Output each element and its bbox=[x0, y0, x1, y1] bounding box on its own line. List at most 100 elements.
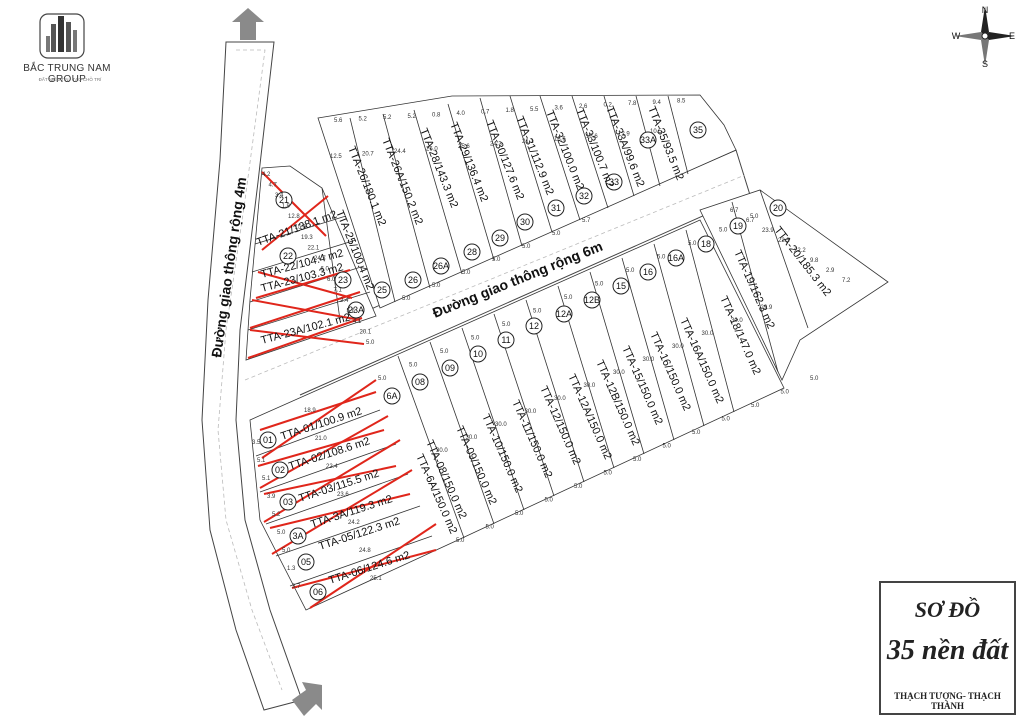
dimension-left: 3.4 bbox=[275, 193, 284, 199]
dimension-sw-width: 24.2 bbox=[348, 520, 360, 526]
dimension-left: 24.7 bbox=[314, 256, 326, 262]
dimension-depth: 24.3 bbox=[490, 142, 502, 148]
dimension-front: 5.0 bbox=[378, 376, 387, 382]
dimension-top: 5.5 bbox=[530, 107, 539, 113]
dimension-left: 7.1 bbox=[334, 288, 343, 294]
lot-number: 6A bbox=[386, 391, 397, 401]
dimension-top: 7.8 bbox=[628, 101, 637, 107]
dimension-top: 5.2 bbox=[383, 115, 392, 121]
lot-number-circle bbox=[612, 277, 630, 295]
lot-number: 12A bbox=[556, 309, 572, 319]
lot-number-circle bbox=[279, 493, 297, 511]
dimension-left: 5.6 bbox=[347, 309, 356, 315]
lot-number: 06 bbox=[313, 587, 323, 597]
compass-n: N bbox=[982, 5, 989, 15]
dimension-lower-bottom: 5.0 bbox=[574, 484, 583, 490]
dimension-lower-depth: 30.0 bbox=[731, 318, 743, 324]
dimension-bottom: 5.0 bbox=[402, 296, 411, 302]
lot-number-circle bbox=[383, 387, 401, 405]
lot-number: 33 bbox=[609, 177, 619, 187]
dimension-east: 23.9 bbox=[762, 228, 774, 234]
lot-number-circle bbox=[309, 583, 327, 601]
lot-number: 03 bbox=[283, 497, 293, 507]
dimension-front: 5.0 bbox=[719, 228, 728, 234]
dimension-top: 8.5 bbox=[677, 98, 686, 104]
compass-s: S bbox=[982, 59, 988, 69]
lot-number-circle bbox=[547, 199, 565, 217]
lot-number: 18 bbox=[701, 239, 711, 249]
lot-number-circle bbox=[497, 331, 515, 349]
compass-e: E bbox=[1009, 31, 1015, 41]
lot-number: 09 bbox=[445, 363, 455, 373]
lot-number-circle bbox=[516, 213, 534, 231]
lot-number: 02 bbox=[275, 465, 285, 475]
dimension-top: 1.8 bbox=[506, 108, 515, 114]
dimension-top: 4.0 bbox=[457, 111, 466, 117]
dimension-left: 4.2 bbox=[262, 172, 271, 178]
dimension-top: 9.4 bbox=[653, 100, 662, 106]
brand-tagline: ĐẤT NIỀM TIN - TẠO CHỖ TRÍ bbox=[38, 77, 102, 82]
dimension-lower-bottom: 5.0 bbox=[486, 525, 495, 531]
north-arrow-icon bbox=[232, 8, 264, 40]
lot-number: 28 bbox=[467, 247, 477, 257]
dimension-front: 5.0 bbox=[533, 309, 542, 315]
dimension-left: 1.8 bbox=[282, 204, 291, 210]
lot-number: 31 bbox=[551, 203, 561, 213]
dimension-bottom: 5.7 bbox=[582, 218, 591, 224]
dimension-top: 2.6 bbox=[579, 104, 588, 110]
lot-number: 16A bbox=[668, 253, 684, 263]
lot-number-circle bbox=[729, 217, 747, 235]
lot-number-circle bbox=[575, 187, 593, 205]
lot-number-circle bbox=[289, 527, 307, 545]
lot-number: 23A bbox=[348, 305, 364, 315]
dimension-depth: 26.0 bbox=[426, 147, 438, 153]
lot-number: 26A bbox=[433, 261, 449, 271]
lot-number-circle bbox=[491, 229, 509, 247]
dimension-east: 6.7 bbox=[730, 208, 739, 214]
dimension-depth: 12.5 bbox=[330, 154, 342, 160]
dimension-front: 5.0 bbox=[502, 322, 511, 328]
lot-number: 20 bbox=[773, 203, 783, 213]
vertical-road-label: Đường giao thông rộng 4m bbox=[208, 176, 249, 358]
dimension-lower-depth: 30.0 bbox=[672, 344, 684, 350]
dimension-sw-width: 23.6 bbox=[337, 492, 349, 498]
dimension-front: 5.0 bbox=[409, 363, 418, 369]
dimension-lower-depth: 30.0 bbox=[436, 448, 448, 454]
lot-number: 01 bbox=[263, 435, 273, 445]
dimension-depth: 21.1 bbox=[522, 139, 534, 145]
dimension-lower-bottom: 5.0 bbox=[515, 511, 524, 517]
dimension-sw-width: 22.4 bbox=[326, 464, 338, 470]
lot-number-circle bbox=[347, 301, 365, 319]
dimension-east: 9.8 bbox=[810, 258, 819, 264]
lot-number-circle bbox=[769, 199, 787, 217]
dimension-bottom: 5.0 bbox=[522, 244, 531, 250]
lot-number: 19 bbox=[733, 221, 743, 231]
lot-number-circle bbox=[639, 263, 657, 281]
building-logo-icon bbox=[39, 13, 85, 59]
lot-number: 10 bbox=[473, 349, 483, 359]
lot-number: 25 bbox=[377, 285, 387, 295]
dimension-depth: 25.6 bbox=[458, 144, 470, 150]
lot-number: 12 bbox=[529, 321, 539, 331]
dimension-left: 6.0 bbox=[321, 267, 330, 273]
dimension-bottom: 5.0 bbox=[462, 270, 471, 276]
dimension-left: 20.1 bbox=[360, 330, 372, 336]
dimension-sw-side: 1.3 bbox=[287, 566, 296, 572]
dimension-lower-depth: 30.0 bbox=[525, 409, 537, 415]
lot-number-circle bbox=[279, 247, 297, 265]
dimension-left: 2.4 bbox=[340, 298, 349, 304]
dimension-sw-side: 3.5 bbox=[252, 440, 261, 446]
dimension-lower-bottom: 5.0 bbox=[810, 376, 819, 382]
dimension-lower-bottom: 5.0 bbox=[663, 444, 672, 450]
dimension-front: 5.0 bbox=[440, 349, 449, 355]
lot-number: 3A bbox=[292, 531, 303, 541]
dimension-bottom: 5.0 bbox=[492, 257, 501, 263]
lot-number-circle bbox=[463, 243, 481, 261]
compass-rose-icon: N S E W bbox=[952, 5, 1015, 69]
dimension-left: 19.3 bbox=[301, 235, 313, 241]
compass-w: W bbox=[952, 31, 961, 41]
dimension-lower-depth: 30.0 bbox=[643, 357, 655, 363]
dimension-sw-width: 18.9 bbox=[304, 408, 316, 414]
